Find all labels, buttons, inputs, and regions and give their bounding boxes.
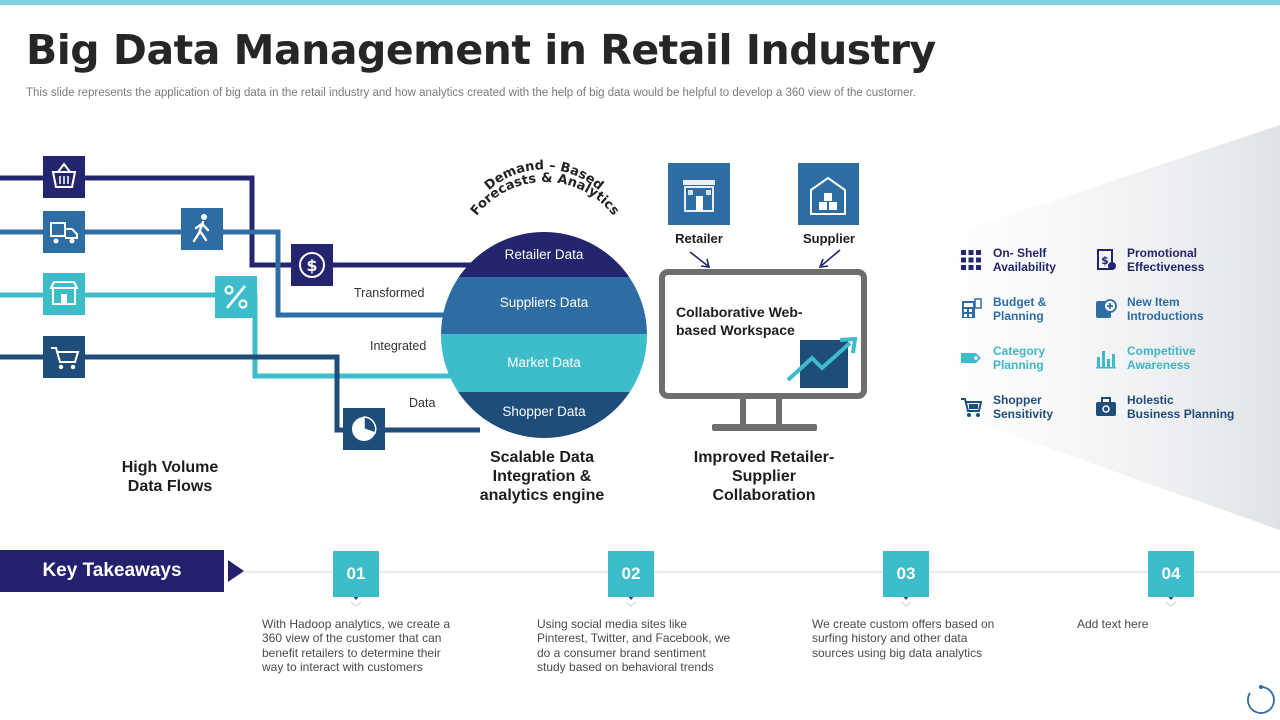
market-data-band — [441, 334, 647, 392]
takeaway-number-01: 01 — [333, 551, 379, 597]
takeaway-text-04: Add text here — [1077, 617, 1149, 631]
category-budget-planning: Budget &Planning — [993, 295, 1047, 323]
basket-icon — [43, 156, 85, 198]
workspace-label: Collaborative Web- based Workspace — [676, 304, 803, 338]
dollar-icon: $ — [291, 244, 333, 286]
suppliers-data-band — [441, 277, 647, 334]
flow-label-data: Data — [409, 396, 436, 410]
takeaway-number-04: 04 — [1148, 551, 1194, 597]
dollar-document-icon: $ — [1097, 249, 1116, 270]
layer-label-retailer: Retailer Data — [504, 247, 584, 262]
shopping-cart-icon — [43, 336, 85, 378]
flow-line-4 — [0, 354, 480, 433]
takeaway-number-03: 03 — [883, 551, 929, 597]
flow-label-transformed: Transformed — [354, 286, 425, 300]
storefront-icon — [43, 273, 85, 315]
warehouse-icon — [798, 163, 859, 225]
key-takeaways-heading: Key Takeaways — [0, 550, 224, 592]
delivery-truck-icon — [43, 211, 85, 253]
flow-line-3 — [0, 292, 460, 379]
retailer-label: Retailer — [675, 231, 723, 246]
pie-chart-icon — [343, 408, 385, 450]
tag-icon — [961, 353, 981, 363]
flows-caption: High Volume Data Flows — [121, 459, 219, 495]
takeaway-number-02: 02 — [608, 551, 654, 597]
key-takeaways-arrow — [228, 560, 244, 582]
shopping-cart-icon — [961, 398, 982, 417]
add-item-icon — [1096, 299, 1117, 318]
walking-person-icon — [181, 208, 223, 250]
takeaway-text-02: Using social media sites like Pinterest,… — [537, 617, 731, 675]
layer-label-shopper: Shopper Data — [502, 404, 586, 419]
svg-text:$: $ — [306, 256, 317, 275]
layer-label-market: Market Data — [507, 355, 581, 370]
flow-line-2 — [0, 229, 470, 318]
flow-label-integrated: Integrated — [370, 339, 427, 353]
retail-store-icon — [668, 163, 730, 225]
pointer-arrows — [689, 249, 841, 268]
svg-text:$: $ — [1101, 254, 1109, 267]
takeaway-text-01: With Hadoop analytics, we create a 360 v… — [262, 617, 451, 675]
spotlight-beam — [850, 125, 1280, 530]
trend-chart-icon — [786, 336, 858, 388]
engine-caption: Scalable Data Integration & analytics en… — [479, 449, 605, 504]
bar-chart-icon — [1096, 351, 1116, 369]
layer-label-suppliers: Suppliers Data — [499, 295, 589, 310]
timeline-markers — [351, 594, 1176, 600]
takeaway-text-03: We create custom offers based on surfing… — [812, 617, 995, 660]
briefcase-icon — [1096, 397, 1116, 416]
refresh-icon — [1247, 685, 1275, 714]
data-flow-lines — [0, 175, 490, 433]
supplier-label: Supplier — [802, 231, 855, 246]
percent-icon — [215, 276, 257, 318]
flow-line-1 — [0, 175, 490, 268]
timeline-marker-outlines — [350, 601, 1177, 607]
calculator-icon — [962, 298, 982, 318]
page-subtitle: This slide represents the application of… — [26, 87, 916, 99]
page-title: Big Data Management in Retail Industry — [26, 26, 936, 74]
top-accent-bar — [0, 0, 1280, 5]
collaboration-caption: Improved Retailer- Supplier Collaboratio… — [693, 449, 835, 504]
grid-icon — [961, 250, 981, 270]
